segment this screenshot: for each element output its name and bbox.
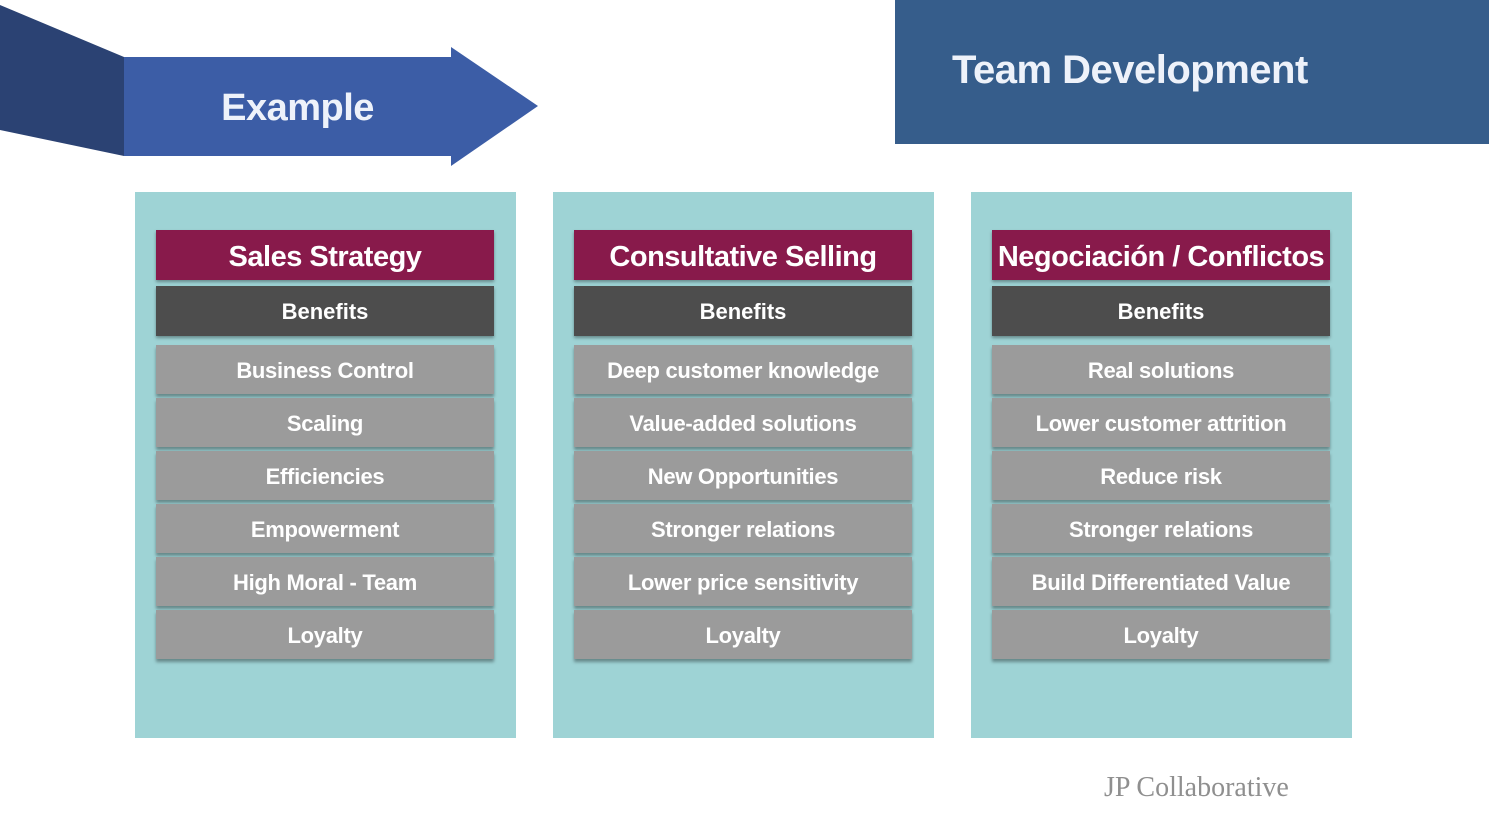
panel-consultative-selling: Consultative Selling Benefits Deep custo… bbox=[553, 192, 934, 738]
panel-title: Sales Strategy bbox=[156, 230, 494, 280]
panel-title: Negociación / Conflictos bbox=[992, 230, 1330, 280]
arrow-tail-shape bbox=[0, 5, 124, 156]
benefit-item: Real solutions bbox=[992, 345, 1330, 394]
benefit-item: Build Differentiated Value bbox=[992, 557, 1330, 606]
benefit-item: Deep customer knowledge bbox=[574, 345, 912, 394]
example-arrow-graphic bbox=[0, 5, 538, 166]
arrow-body-shape bbox=[124, 47, 538, 166]
benefits-header: Benefits bbox=[574, 286, 912, 336]
benefit-item: Empowerment bbox=[156, 504, 494, 553]
benefit-list: Business Control Scaling Efficiencies Em… bbox=[156, 345, 494, 659]
example-label: Example bbox=[221, 87, 374, 129]
panel-sales-strategy: Sales Strategy Benefits Business Control… bbox=[135, 192, 516, 738]
panel-negociacion-conflictos: Negociación / Conflictos Benefits Real s… bbox=[971, 192, 1352, 738]
benefit-item: Efficiencies bbox=[156, 451, 494, 500]
benefit-item: Reduce risk bbox=[992, 451, 1330, 500]
benefit-item: Loyalty bbox=[992, 610, 1330, 659]
benefit-item: Lower price sensitivity bbox=[574, 557, 912, 606]
benefit-item: Loyalty bbox=[156, 610, 494, 659]
benefit-item: Value-added solutions bbox=[574, 398, 912, 447]
panel-title: Consultative Selling bbox=[574, 230, 912, 280]
brand-wordmark: JP Collaborative bbox=[1104, 772, 1289, 803]
benefit-item: Stronger relations bbox=[992, 504, 1330, 553]
benefit-item: Business Control bbox=[156, 345, 494, 394]
team-development-banner: Team Development bbox=[895, 0, 1489, 144]
benefits-header: Benefits bbox=[156, 286, 494, 336]
benefit-item: High Moral - Team bbox=[156, 557, 494, 606]
banner-title: Team Development bbox=[952, 48, 1308, 92]
benefit-item: Stronger relations bbox=[574, 504, 912, 553]
benefit-item: Loyalty bbox=[574, 610, 912, 659]
benefit-item: Lower customer attrition bbox=[992, 398, 1330, 447]
benefit-list: Real solutions Lower customer attrition … bbox=[992, 345, 1330, 659]
benefit-list: Deep customer knowledge Value-added solu… bbox=[574, 345, 912, 659]
benefit-item: New Opportunities bbox=[574, 451, 912, 500]
benefit-item: Scaling bbox=[156, 398, 494, 447]
benefits-header: Benefits bbox=[992, 286, 1330, 336]
